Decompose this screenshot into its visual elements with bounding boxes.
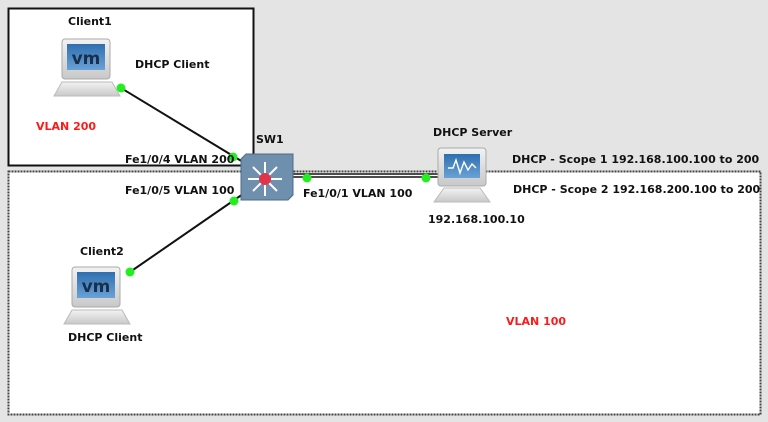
- svg-text:vm: vm: [82, 277, 111, 297]
- link-label-fe1-0-5: Fe1/0/5 VLAN 100: [125, 184, 235, 197]
- dhcp-server-icon[interactable]: [433, 147, 491, 203]
- sw1-switch-icon[interactable]: [240, 153, 294, 201]
- sw1-label: SW1: [256, 133, 284, 146]
- vlan200-zone[interactable]: [7, 7, 255, 167]
- client2-role: DHCP Client: [68, 331, 143, 344]
- port-client1[interactable]: [116, 83, 126, 93]
- vlan100-zone[interactable]: [7, 170, 762, 416]
- link-client2-sw1[interactable]: [129, 193, 244, 273]
- client2-icon[interactable]: vm: [63, 266, 131, 325]
- dhcp-scope-2: DHCP - Scope 2 192.168.200.100 to 200: [513, 183, 761, 196]
- port-fe1-0-5[interactable]: [229, 196, 239, 206]
- link-label-fe1-0-4: Fe1/0/4 VLAN 200: [125, 153, 235, 166]
- client1-label: Client1: [68, 15, 112, 28]
- dhcp-scope-1: DHCP - Scope 1 192.168.100.100 to 200: [512, 153, 760, 166]
- port-server[interactable]: [421, 173, 431, 183]
- port-fe1-0-1[interactable]: [302, 173, 312, 183]
- svg-text:vm: vm: [72, 49, 101, 69]
- port-client2[interactable]: [125, 267, 135, 277]
- client1-role: DHCP Client: [135, 58, 210, 71]
- link-client1-sw1[interactable]: [120, 87, 244, 163]
- client1-icon[interactable]: vm: [53, 38, 121, 97]
- port-fe1-0-4[interactable]: [228, 152, 238, 162]
- server-ip: 192.168.100.10: [428, 213, 525, 226]
- link-label-fe1-0-1: Fe1/0/1 VLAN 100: [303, 187, 413, 200]
- vlan200-label: VLAN 200: [36, 120, 97, 133]
- vlan100-label: VLAN 100: [506, 315, 567, 328]
- server-label: DHCP Server: [433, 126, 513, 139]
- link-sw1-server[interactable]: [292, 173, 440, 178]
- client2-label: Client2: [80, 245, 124, 258]
